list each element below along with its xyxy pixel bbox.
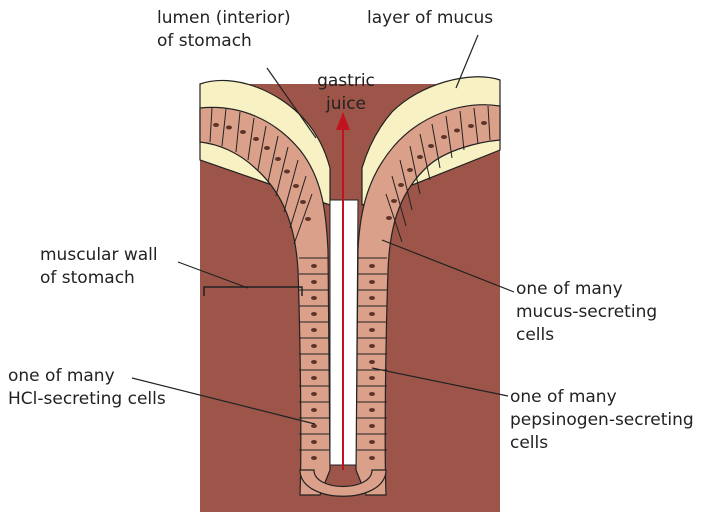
cell-nucleus xyxy=(369,392,375,396)
cell-nucleus xyxy=(369,280,375,284)
cell-nucleus xyxy=(311,344,317,348)
label-pepsinogen-cells-line1: one of many xyxy=(510,386,694,409)
label-gastric-juice-line2: juice xyxy=(311,93,381,116)
cell-nucleus xyxy=(311,376,317,380)
cell-nucleus xyxy=(264,146,270,150)
label-pepsinogen-cells-line3: cells xyxy=(510,432,694,455)
label-lumen: lumen (interior) of stomach xyxy=(157,7,291,53)
label-muscular-wall-line2: of stomach xyxy=(40,267,158,290)
cell-nucleus xyxy=(226,126,232,130)
cell-nucleus xyxy=(213,123,219,127)
cell-nucleus xyxy=(369,456,375,460)
cell-nucleus xyxy=(311,440,317,444)
label-pepsinogen-cells: one of many pepsinogen-secreting cells xyxy=(510,386,694,455)
label-mucus-layer: layer of mucus xyxy=(367,7,493,30)
label-hcl-cells-line2: HCl-secreting cells xyxy=(8,388,166,411)
label-muscular-wall-line1: muscular wall xyxy=(40,244,158,267)
cell-nucleus xyxy=(407,168,413,172)
cell-nucleus xyxy=(311,264,317,268)
cell-nucleus xyxy=(284,170,290,174)
cell-nucleus xyxy=(386,216,392,220)
label-mucus-cells-line2: mucus-secreting xyxy=(516,301,657,324)
label-lumen-line1: lumen (interior) xyxy=(157,7,291,30)
cell-nucleus xyxy=(369,360,375,364)
cell-nucleus xyxy=(311,280,317,284)
cell-nucleus xyxy=(369,328,375,332)
cell-nucleus xyxy=(311,424,317,428)
cell-nucleus xyxy=(311,328,317,332)
label-mucus-cells-line1: one of many xyxy=(516,278,657,301)
cell-nucleus xyxy=(305,217,311,221)
cell-nucleus xyxy=(369,408,375,412)
cell-nucleus xyxy=(293,184,299,188)
cell-nucleus xyxy=(369,312,375,316)
cell-nucleus xyxy=(369,424,375,428)
cell-nucleus xyxy=(300,200,306,204)
cell-nucleus xyxy=(481,121,487,125)
label-hcl-cells-line1: one of many xyxy=(8,365,166,388)
label-muscular-wall: muscular wall of stomach xyxy=(40,244,158,290)
cell-nucleus xyxy=(240,130,246,134)
label-pepsinogen-cells-line2: pepsinogen-secreting xyxy=(510,409,694,432)
cell-nucleus xyxy=(428,144,434,148)
cell-nucleus xyxy=(468,124,474,128)
cell-nucleus xyxy=(441,135,447,139)
cell-nucleus xyxy=(311,296,317,300)
cell-nucleus xyxy=(311,456,317,460)
cell-nucleus xyxy=(311,312,317,316)
label-hcl-cells: one of many HCl-secreting cells xyxy=(8,365,166,411)
cell-nucleus xyxy=(369,440,375,444)
label-mucus-cells-line3: cells xyxy=(516,324,657,347)
label-gastric-juice-line1: gastric xyxy=(311,70,381,93)
label-gastric-juice: gastric juice xyxy=(311,70,381,116)
cell-nucleus xyxy=(369,264,375,268)
cell-nucleus xyxy=(369,344,375,348)
cell-nucleus xyxy=(275,157,281,161)
cell-nucleus xyxy=(398,183,404,187)
cell-nucleus xyxy=(311,360,317,364)
label-lumen-line2: of stomach xyxy=(157,30,291,53)
cell-nucleus xyxy=(311,408,317,412)
cell-nucleus xyxy=(417,155,423,159)
cell-nucleus xyxy=(369,296,375,300)
cell-nucleus xyxy=(311,392,317,396)
label-mucus-cells: one of many mucus-secreting cells xyxy=(516,278,657,347)
cell-nucleus xyxy=(454,129,460,133)
cell-nucleus xyxy=(369,376,375,380)
cell-nucleus xyxy=(391,199,397,203)
cell-nucleus xyxy=(253,137,259,141)
